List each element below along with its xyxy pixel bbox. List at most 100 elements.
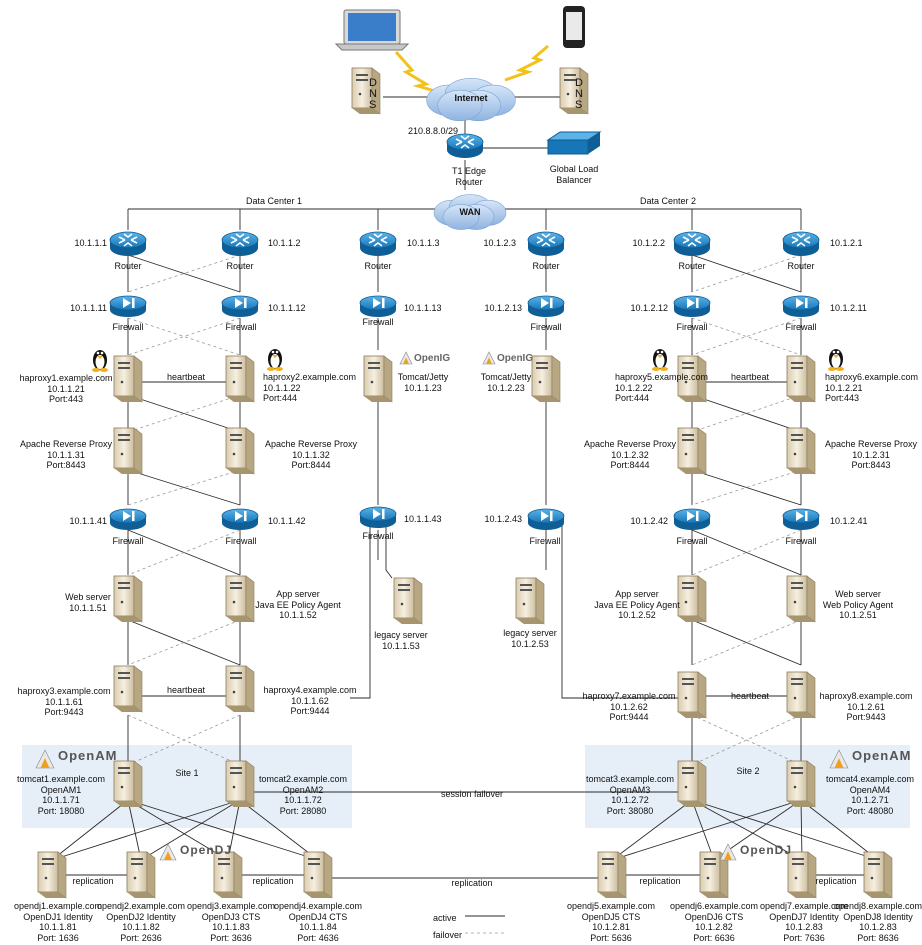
active-link xyxy=(691,799,879,861)
failover-link xyxy=(127,394,241,433)
dc2-openam-logo-text: OpenAM xyxy=(852,748,912,763)
failover-link xyxy=(691,394,802,433)
server-icon xyxy=(225,575,255,623)
dc2-fw13-ip: 10.1.2.13 xyxy=(484,303,522,313)
site1-label: Site 1 xyxy=(175,768,199,778)
active-link xyxy=(227,799,241,861)
failover-link xyxy=(691,317,802,356)
failover-link xyxy=(127,254,241,293)
dc1-fw11-ip: 10.1.1.11 xyxy=(70,303,107,313)
router-icon xyxy=(527,231,565,257)
dc2-router3-label: Router xyxy=(532,261,560,271)
active-link xyxy=(691,529,802,576)
dc2-openig-logo-icon xyxy=(482,351,496,365)
active-link xyxy=(127,254,241,293)
laptop-icon xyxy=(334,9,410,51)
dc2-router1-ip: 10.1.2.1 xyxy=(830,238,863,248)
active-link xyxy=(691,469,802,506)
opendj-server-icon xyxy=(863,851,893,899)
dc1-replication-right-label: replication xyxy=(252,876,294,886)
openam-server-icon xyxy=(677,760,707,808)
active-link xyxy=(800,799,803,861)
failover-link xyxy=(691,254,802,293)
internet-label: Internet xyxy=(454,93,488,103)
active-link xyxy=(127,799,319,861)
dc2-heartbeat-bottom-label: heartbeat xyxy=(730,691,770,701)
active-link xyxy=(51,799,241,861)
global-load-balancer-icon xyxy=(546,131,602,155)
dc2-fw13-label: Firewall xyxy=(530,322,562,332)
dc1-title: Data Center 1 xyxy=(245,196,303,206)
server-icon xyxy=(113,665,143,713)
dc2-router1-label: Router xyxy=(787,261,815,271)
dc1-router2-label: Router xyxy=(226,261,254,271)
failover-link xyxy=(127,714,241,766)
active-link xyxy=(691,394,802,433)
failover-link xyxy=(691,317,802,356)
failover-link xyxy=(691,529,802,576)
dc1-router3-label: Router xyxy=(364,261,392,271)
dc2-ig-haproxy7 xyxy=(561,522,680,699)
server-icon xyxy=(113,427,143,475)
firewall-icon xyxy=(673,508,711,531)
failover-link xyxy=(127,317,241,356)
dc1-ig-legacy xyxy=(385,520,393,579)
server-icon xyxy=(786,575,816,623)
active-link xyxy=(127,394,241,433)
firewall-icon xyxy=(109,508,147,531)
active-link xyxy=(611,799,693,861)
dc2-opendj-logo-text: OpenDJ xyxy=(740,843,793,857)
dc1-router1-label: Router xyxy=(114,261,142,271)
firewall-icon xyxy=(221,295,259,318)
dc1-ig-haproxy4 xyxy=(350,520,371,699)
dc2-openig-logo-text: OpenIG xyxy=(497,353,534,364)
dc1-opendj-logo-icon xyxy=(159,843,177,861)
opendj-server-icon xyxy=(597,851,627,899)
server-icon xyxy=(786,427,816,475)
dc1-router3-ip: 10.1.1.3 xyxy=(407,238,440,248)
server-icon xyxy=(677,575,707,623)
openam-server-icon xyxy=(225,760,255,808)
firewall-icon xyxy=(782,508,820,531)
wireless-bolt-left xyxy=(394,51,439,94)
firewall-icon xyxy=(782,295,820,318)
firewall-icon xyxy=(359,295,397,318)
dc1-fw41-ip: 10.1.1.41 xyxy=(69,516,107,526)
firewall-icon xyxy=(527,508,565,531)
dns-right-server-icon xyxy=(559,67,589,115)
dc1-openig-logo-text: OpenIG xyxy=(414,353,451,364)
active-link xyxy=(127,799,142,861)
legend-active-label: active xyxy=(433,913,457,923)
firewall-icon xyxy=(109,295,147,318)
server-icon xyxy=(677,671,707,719)
server-icon xyxy=(363,355,393,403)
server-icon xyxy=(677,427,707,475)
opendj-server-icon xyxy=(126,851,156,899)
server-icon xyxy=(225,427,255,475)
site2-area xyxy=(585,745,910,828)
active-link xyxy=(127,799,229,861)
dc2-fw12-label: Firewall xyxy=(676,322,708,332)
dc1-heartbeat-bottom-label: heartbeat xyxy=(166,685,206,695)
